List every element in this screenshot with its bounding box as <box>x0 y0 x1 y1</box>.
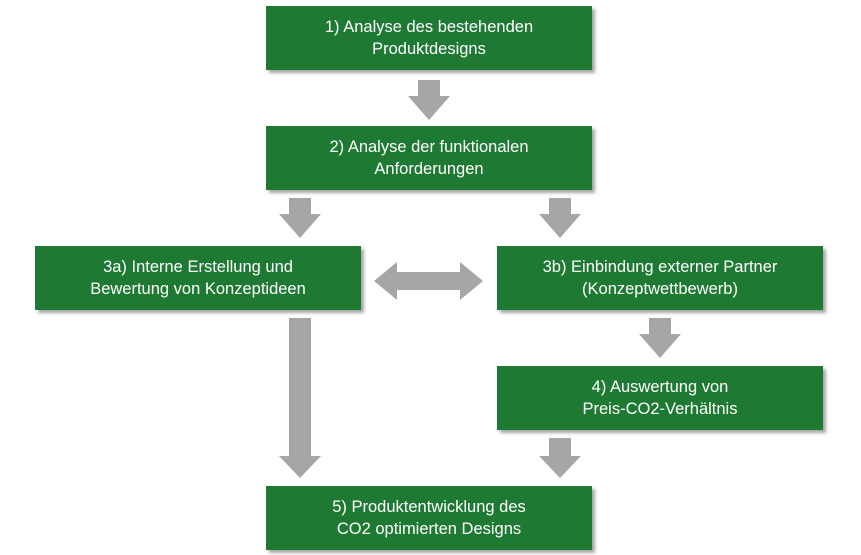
arrow-3a-3b-bidirectional <box>374 262 483 300</box>
arrow-2-to-3a <box>279 198 321 238</box>
step-2-label-line1: 2) Analyse der funktionalen <box>329 138 529 156</box>
step-3b-box: 3b) Einbindung externer Partner (Konzept… <box>497 246 823 310</box>
step-2-label-line2: Anforderungen <box>374 160 484 178</box>
step-5-label-line2: CO2 optimierten Designs <box>336 520 522 538</box>
step-1-label-line1: 1) Analyse des bestehenden <box>324 18 534 36</box>
step-4-label-line2: Preis-CO2-Verhältnis <box>582 400 738 418</box>
arrow-2-to-3b <box>539 198 581 238</box>
step-5-label-line1: 5) Produktentwicklung des <box>332 498 526 516</box>
step-1-label-line2: Produktdesigns <box>372 40 486 58</box>
step-3a-label-line2: Bewertung von Konzeptideen <box>90 280 306 298</box>
arrow-1-to-2 <box>408 80 450 120</box>
step-3b-label-line1: 3b) Einbindung externer Partner <box>542 258 778 276</box>
step-4-box: 4) Auswertung von Preis-CO2-Verhältnis <box>497 366 823 430</box>
arrow-3b-to-4 <box>639 318 681 358</box>
arrow-4-to-5 <box>539 438 581 478</box>
arrow-3a-to-5 <box>279 318 321 478</box>
step-3a-box: 3a) Interne Erstellung und Bewertung von… <box>35 246 361 310</box>
step-3b-label-line2: (Konzeptwettbewerb) <box>582 280 738 298</box>
step-5-box: 5) Produktentwicklung des CO2 optimierte… <box>266 486 592 550</box>
step-4-label-line1: 4) Auswertung von <box>591 378 729 396</box>
step-3a-label-line1: 3a) Interne Erstellung und <box>103 258 293 276</box>
step-1-box: 1) Analyse des bestehenden Produktdesign… <box>266 6 592 70</box>
step-2-box: 2) Analyse der funktionalen Anforderunge… <box>266 126 592 190</box>
